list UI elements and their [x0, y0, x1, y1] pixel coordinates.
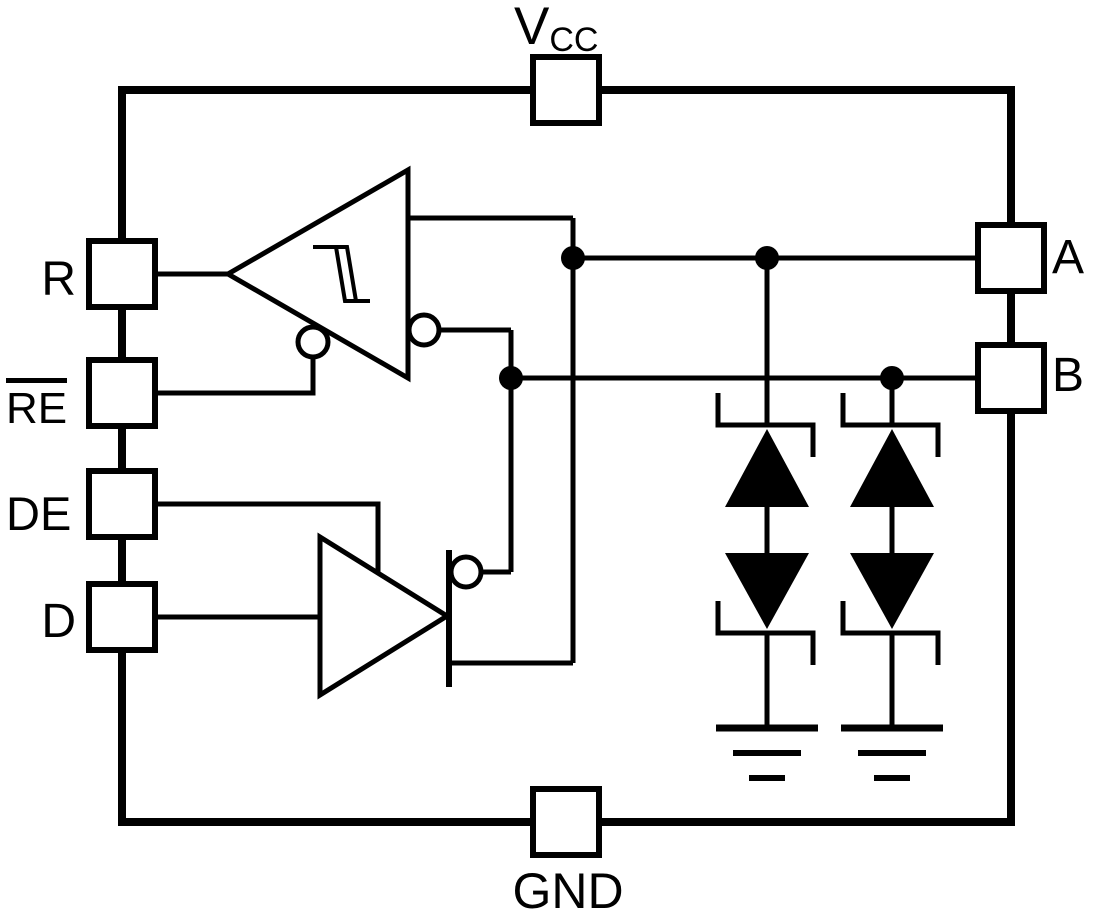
diode-down-icon — [725, 553, 809, 629]
pin-gnd-box — [530, 786, 602, 858]
tvs-diode-pair-a — [715, 393, 818, 781]
driver-inverting-bubble-icon — [448, 554, 484, 590]
vcc-main-text: V — [514, 0, 550, 56]
pin-label-b: B — [1052, 349, 1085, 402]
pin-b-box — [975, 342, 1047, 414]
pin-re-box — [86, 357, 158, 429]
pin-label-d: D — [41, 595, 76, 648]
diode-up-icon — [850, 429, 934, 507]
tvs-cathode-bar — [715, 393, 816, 457]
receiver-enable-bubble-icon — [295, 324, 331, 360]
junction-dot — [755, 246, 779, 270]
pin-label-a: A — [1052, 231, 1085, 284]
pin-boxes — [86, 54, 1047, 858]
diode-down-icon — [850, 553, 934, 629]
ground-icon — [841, 724, 943, 781]
junction-dots — [499, 246, 904, 390]
vcc-subscript-text: CC — [549, 21, 599, 59]
tvs-cathode-bar — [840, 393, 941, 457]
receiver-inverting-bubble-icon — [406, 312, 442, 348]
junction-dot — [561, 246, 585, 270]
ground-icon — [716, 724, 818, 781]
pin-label-re: RE — [6, 378, 68, 431]
pin-label-r: R — [41, 253, 76, 306]
pin-r-box — [86, 238, 158, 310]
pin-label-de: DE — [6, 487, 72, 540]
junction-dot — [880, 366, 904, 390]
pin-de-box — [86, 468, 158, 540]
wire-re-to-enable-bubble — [155, 357, 316, 396]
receiver-buffer — [223, 165, 442, 383]
diode-up-icon — [725, 429, 809, 507]
driver-buffer — [317, 532, 484, 700]
tvs-diode-pair-b — [840, 393, 943, 781]
pin-label-gnd: GND — [512, 863, 624, 917]
junction-dot — [499, 366, 523, 390]
wire-de-to-driver — [155, 501, 381, 572]
hysteresis-icon — [313, 245, 370, 303]
pin-d-box — [86, 581, 158, 653]
pin-a-box — [975, 222, 1047, 294]
driver-triangle-icon — [317, 532, 452, 700]
pin-vcc-box — [530, 54, 602, 126]
